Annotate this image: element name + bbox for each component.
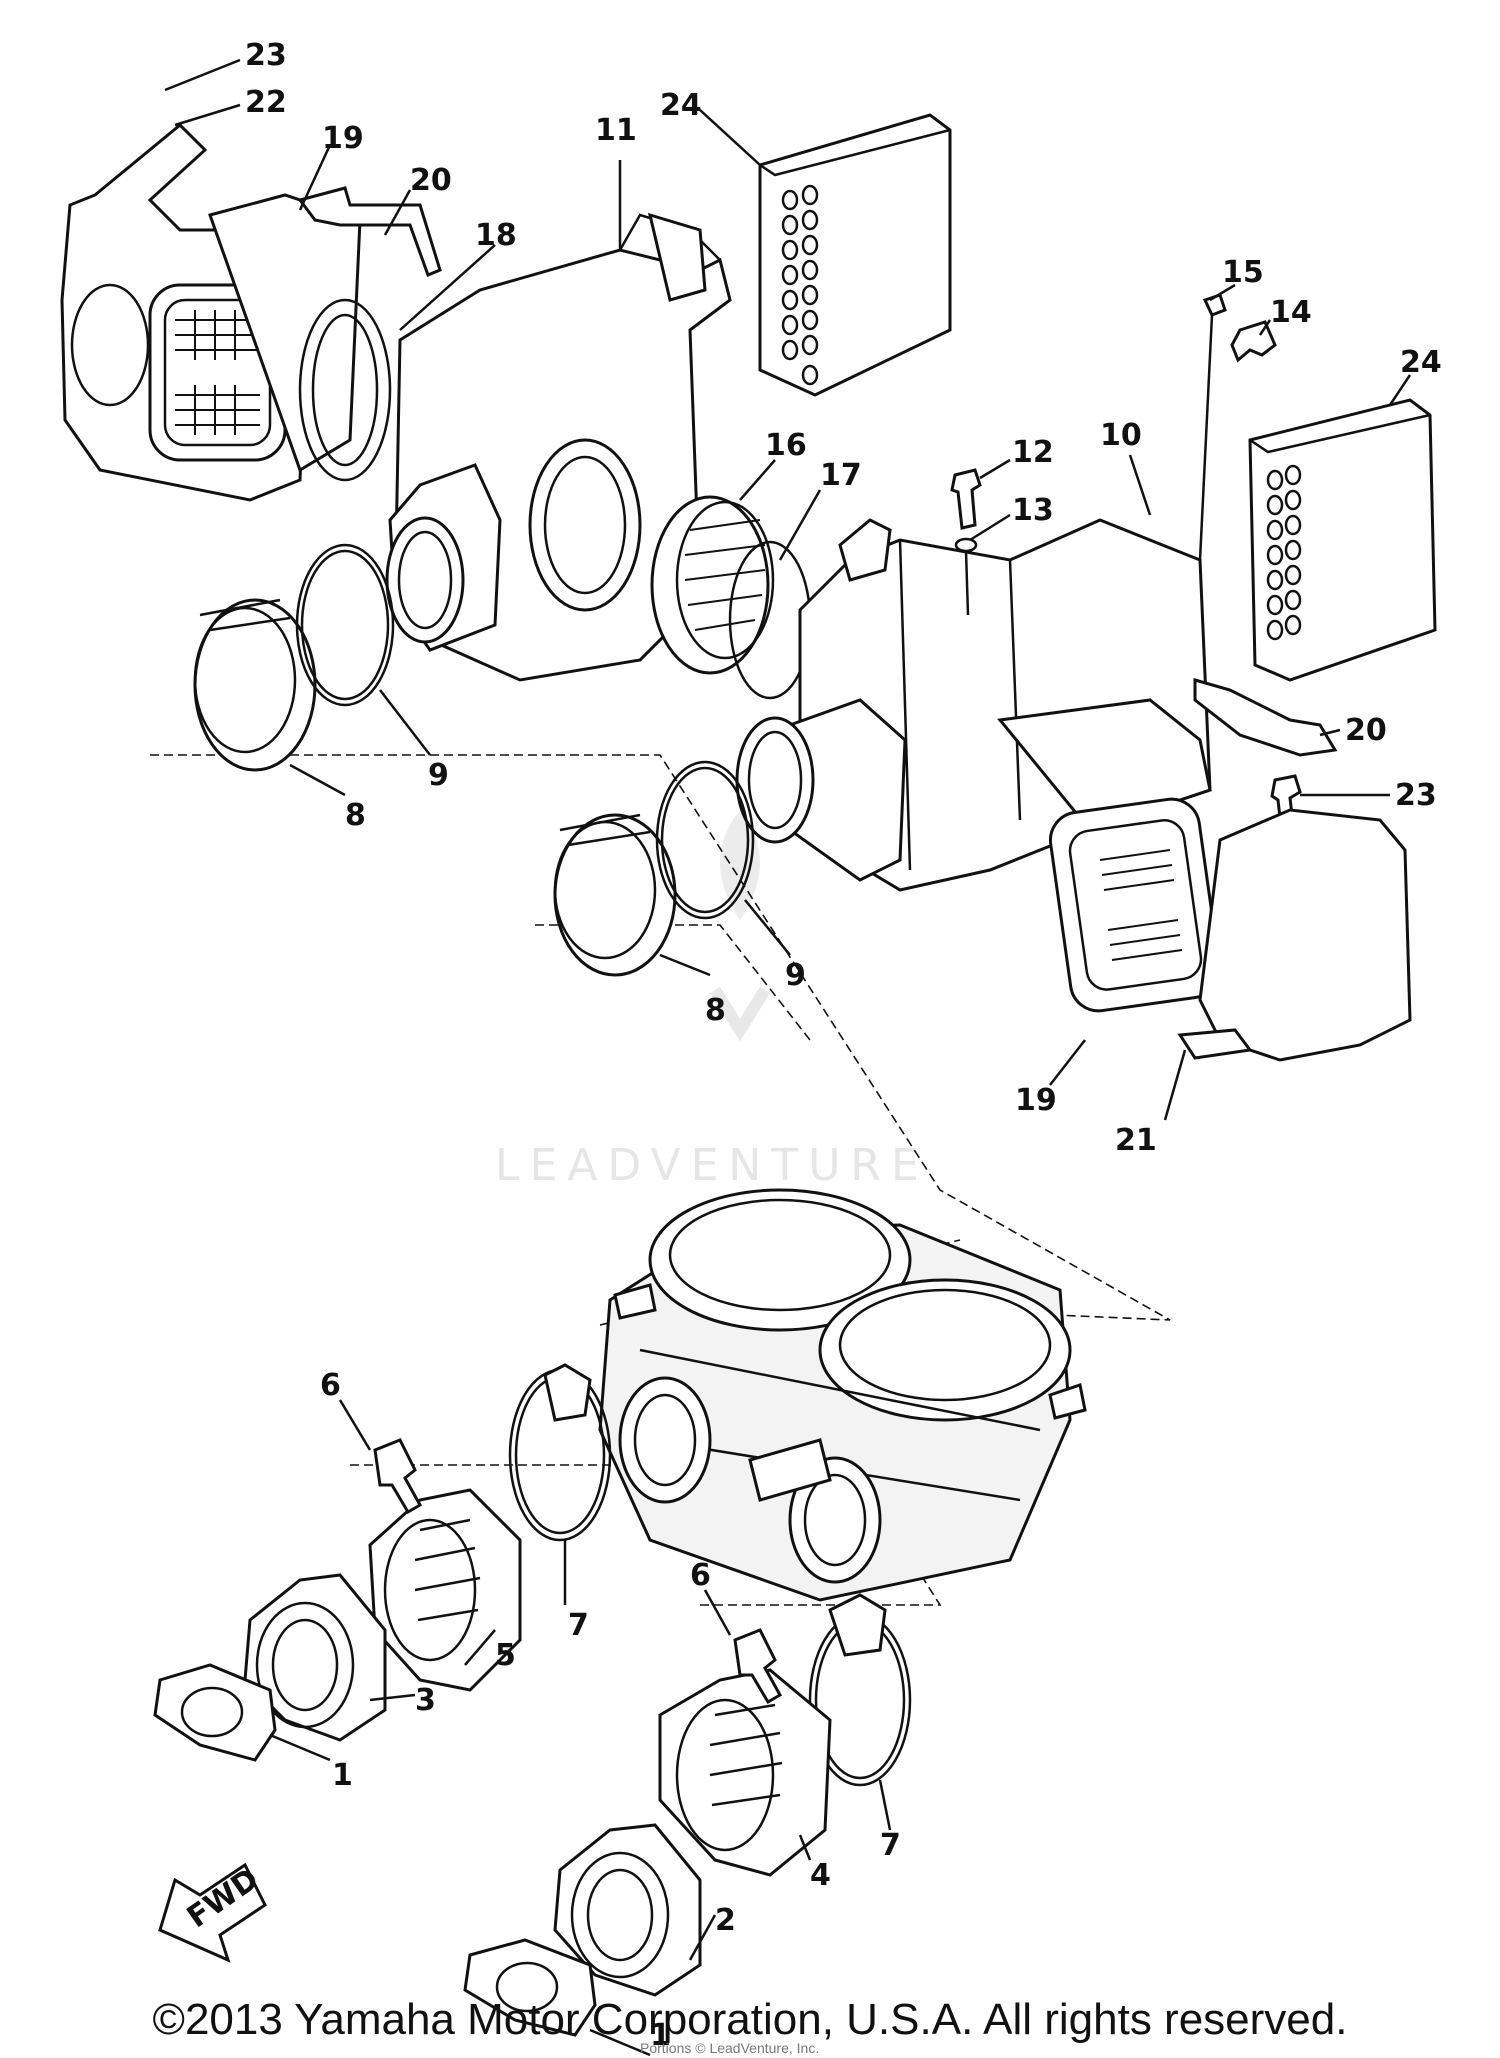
callout-22: 22 (245, 85, 287, 120)
part-24-element-lower (1248, 398, 1437, 682)
part-11-outlet (528, 438, 642, 612)
fine-print: Portions © LeadVenture, Inc. (640, 2040, 820, 2056)
callout-18: 18 (475, 218, 517, 253)
callout-8: 8 (345, 798, 366, 833)
parts-8-9-upper (193, 543, 395, 772)
part-20-bracket-lower (1193, 678, 1338, 820)
callout-24: 24 (1400, 345, 1442, 380)
callout-19: 19 (322, 121, 364, 156)
callout-12: 12 (1012, 435, 1054, 470)
part-24-element-upper (758, 113, 952, 397)
part-19-element-lower (1048, 797, 1222, 1013)
part-20-bracket (297, 186, 442, 277)
part-12-bolt (950, 468, 982, 530)
callout-20: 20 (1345, 713, 1387, 748)
callout-6: 6 (690, 1558, 711, 1593)
part-2-manifold (553, 1823, 702, 1997)
callout-7: 7 (880, 1828, 901, 1863)
parts-8-9-lower (553, 760, 755, 977)
callout-8: 8 (705, 993, 726, 1028)
callout-13: 13 (1012, 493, 1054, 528)
copyright-notice: ©2013 Yamaha Motor Corporation, U.S.A. A… (152, 1995, 1348, 2044)
part-9-ring-upper (295, 543, 395, 707)
callout-20: 20 (410, 163, 452, 198)
part-5-joint (368, 1488, 522, 1692)
part-6-screw-left (373, 1438, 423, 1515)
callout-9: 9 (785, 958, 806, 993)
right-air-cleaner-assembly (650, 293, 1277, 892)
watermark: LEADVENTURE (495, 810, 929, 1191)
callout-5: 5 (495, 1638, 516, 1673)
callout-7: 7 (568, 1608, 589, 1643)
callout-17: 17 (820, 458, 862, 493)
callout-11: 11 (595, 113, 637, 148)
intake-right-group (463, 1593, 912, 2037)
callout-14: 14 (1270, 295, 1312, 330)
callout-labels: 23 22 19 20 18 11 24 15 14 24 12 10 16 1… (245, 38, 1442, 2053)
callout-23: 23 (245, 38, 287, 73)
carburetor-assembly (598, 1188, 1087, 1602)
callout-21: 21 (1115, 1123, 1157, 1158)
callout-24: 24 (660, 88, 702, 123)
callout-19: 19 (1015, 1083, 1057, 1118)
fwd-arrow-icon: FWD (158, 1862, 267, 1963)
watermark-text: LEADVENTURE (495, 1140, 929, 1191)
part-4-joint (658, 1668, 832, 1877)
callout-4: 4 (810, 1858, 831, 1893)
callout-23: 23 (1395, 778, 1437, 813)
right-cover-assembly (1048, 797, 1412, 1062)
part-13-washer (954, 537, 978, 553)
callout-2: 2 (715, 1903, 736, 1938)
part-6-screw-right (733, 1628, 783, 1705)
part-18-gasket (298, 298, 392, 482)
part-1-gasket-left (153, 1663, 277, 1762)
part-21-cover (1198, 808, 1412, 1062)
callout-1: 1 (650, 2018, 671, 2053)
callout-10: 10 (1100, 418, 1142, 453)
part-1-gasket-right (463, 1938, 597, 2037)
callout-16: 16 (765, 428, 807, 463)
callout-9: 9 (428, 758, 449, 793)
callout-15: 15 (1222, 255, 1264, 290)
left-air-cleaner-assembly (60, 122, 732, 682)
part-14-screw (1230, 320, 1277, 363)
callout-1: 1 (332, 1758, 353, 1793)
leader-lines (164, 58, 1412, 2057)
part-9-ring-lower (655, 760, 755, 920)
intake-left-group (153, 1363, 612, 1762)
part-16-element (650, 495, 770, 675)
callout-6: 6 (320, 1368, 341, 1403)
callout-3: 3 (415, 1683, 436, 1718)
